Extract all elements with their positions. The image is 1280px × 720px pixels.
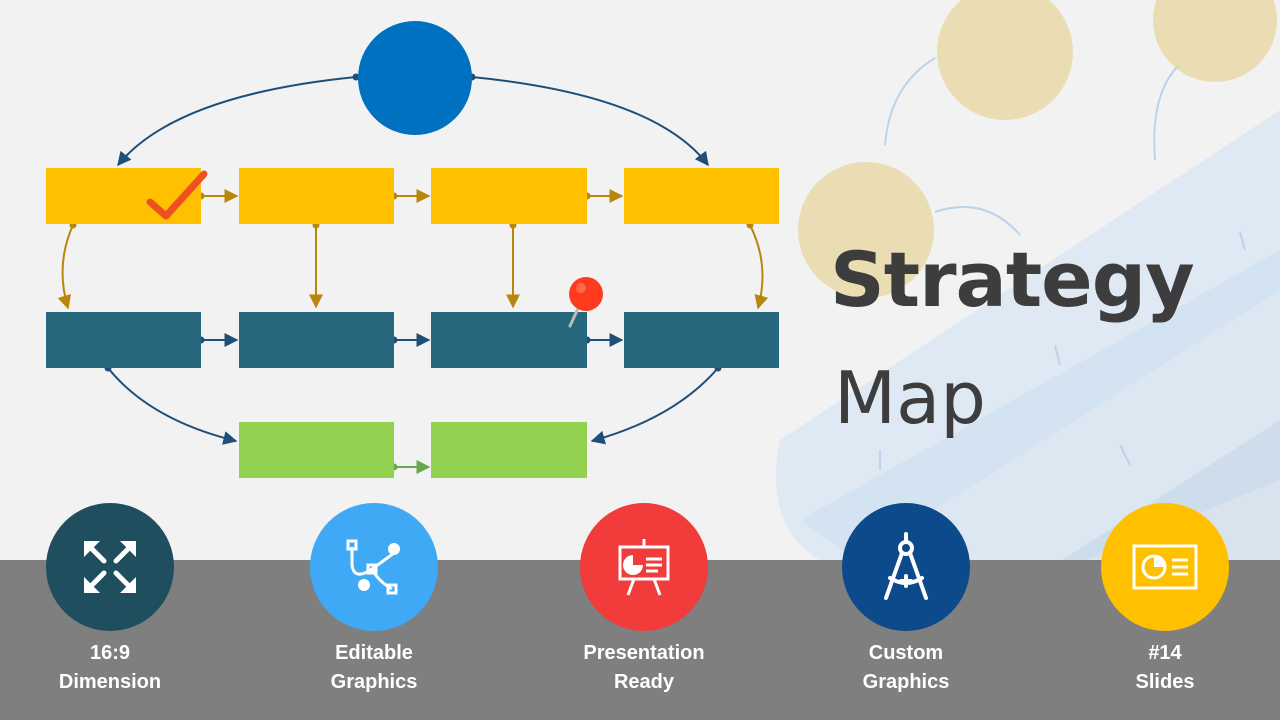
flow-box xyxy=(431,422,587,478)
feature-label: Editable Graphics xyxy=(284,639,464,697)
feature-editable: Editable Graphics xyxy=(284,503,464,697)
feature-slides: #14 Slides xyxy=(1075,503,1255,697)
flow-box xyxy=(431,312,587,368)
feature-label: Presentation Ready xyxy=(554,639,734,697)
push-pin-icon xyxy=(568,277,603,328)
feature-circle xyxy=(1101,503,1229,631)
feature-circle xyxy=(580,503,708,631)
flow-box xyxy=(431,168,587,224)
feature-label: Custom Graphics xyxy=(816,639,996,697)
row-2-boxes xyxy=(46,312,779,368)
flow-box xyxy=(239,168,394,224)
feature-label-line-1: Custom xyxy=(868,642,944,664)
feature-dimension: 16:9 Dimension xyxy=(20,503,200,697)
feature-label-line-1: #14 xyxy=(1148,642,1182,664)
feature-label-line-2: Graphics xyxy=(862,671,950,693)
compass-icon xyxy=(884,532,928,600)
decorative-circles xyxy=(798,0,1277,298)
row-3-boxes xyxy=(239,422,587,478)
feature-label-line-2: Ready xyxy=(613,671,675,693)
feature-custom: Custom Graphics xyxy=(816,503,996,697)
feature-presentation: Presentation Ready xyxy=(554,503,734,697)
row-1-boxes xyxy=(46,168,779,224)
feature-label-line-2: Dimension xyxy=(58,671,162,693)
flow-box xyxy=(624,312,779,368)
feature-circle xyxy=(310,503,438,631)
feature-circle xyxy=(46,503,174,631)
feature-circle xyxy=(842,503,970,631)
flow-box xyxy=(46,312,201,368)
feature-label-line-1: Editable xyxy=(335,642,413,664)
flow-box xyxy=(624,168,779,224)
flow-box xyxy=(46,168,201,224)
feature-label-line-1: Presentation xyxy=(583,642,705,664)
top-goal-node xyxy=(358,21,472,135)
flow-box xyxy=(239,422,394,478)
feature-label-line-2: Slides xyxy=(1135,671,1195,693)
vector-edit-icon xyxy=(346,539,400,595)
strategy-flow-diagram xyxy=(46,21,779,478)
slide-title-line-2: Map xyxy=(834,356,986,440)
slides-icon xyxy=(1132,544,1198,590)
expand-arrows-icon xyxy=(84,541,136,593)
check-mark-icon xyxy=(146,170,208,220)
flow-box xyxy=(239,312,394,368)
feature-label-line-2: Graphics xyxy=(330,671,418,693)
presentation-board-icon xyxy=(618,539,670,596)
decorative-arrows xyxy=(879,57,1246,470)
feature-label-line-1: 16:9 xyxy=(89,642,131,664)
feature-label: #14 Slides xyxy=(1075,639,1255,697)
slide-title-line-1: Strategy xyxy=(830,235,1195,324)
feature-label: 16:9 Dimension xyxy=(20,639,200,697)
